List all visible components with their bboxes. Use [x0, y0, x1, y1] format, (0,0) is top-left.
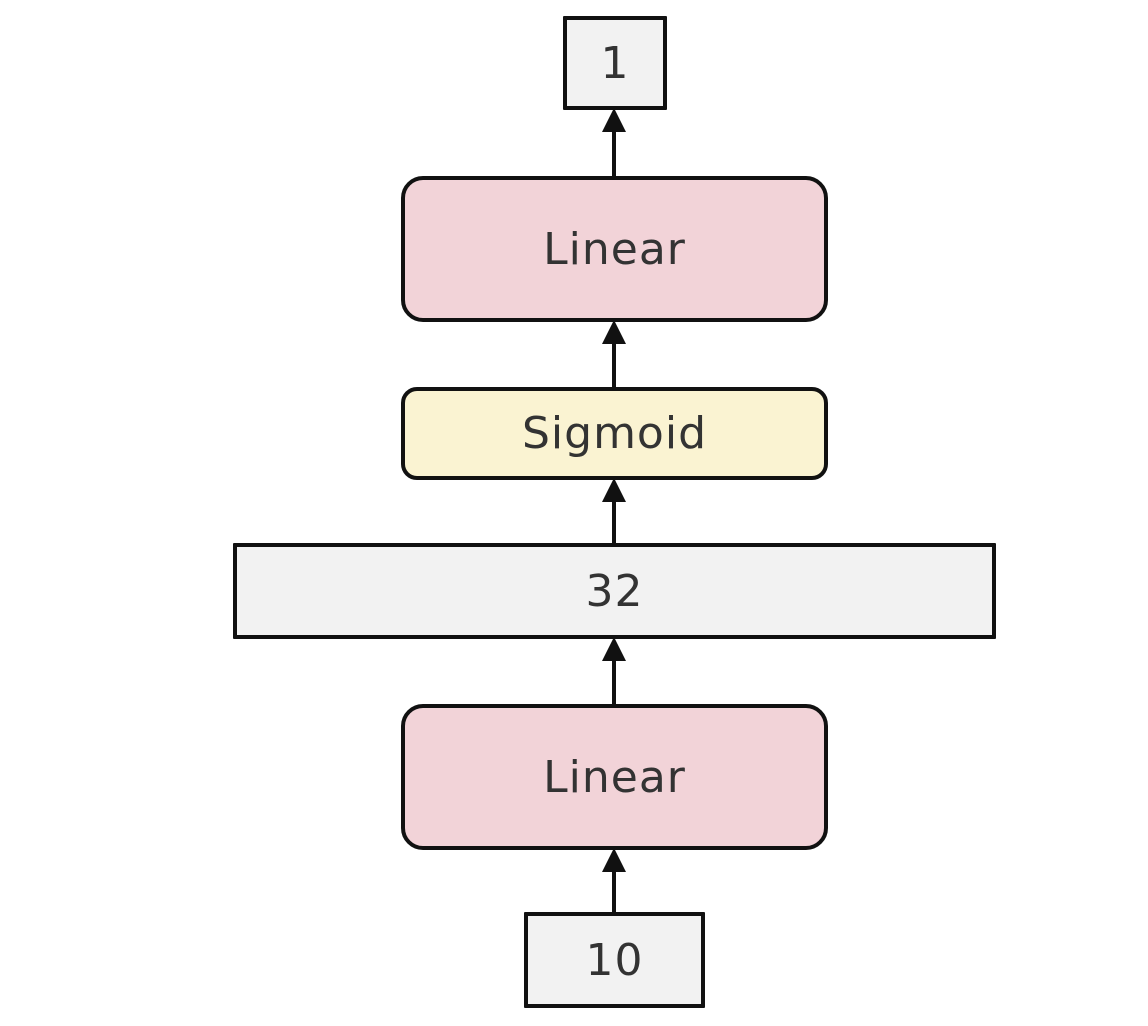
output-tensor-node: 1	[563, 16, 667, 110]
sigmoid-layer-node: Sigmoid	[401, 387, 828, 480]
input-tensor-node: 10	[524, 912, 705, 1008]
linear-layer-2-node: Linear	[401, 176, 828, 322]
hidden-tensor-node: 32	[233, 543, 996, 639]
linear-layer-1-node: Linear	[401, 704, 828, 850]
